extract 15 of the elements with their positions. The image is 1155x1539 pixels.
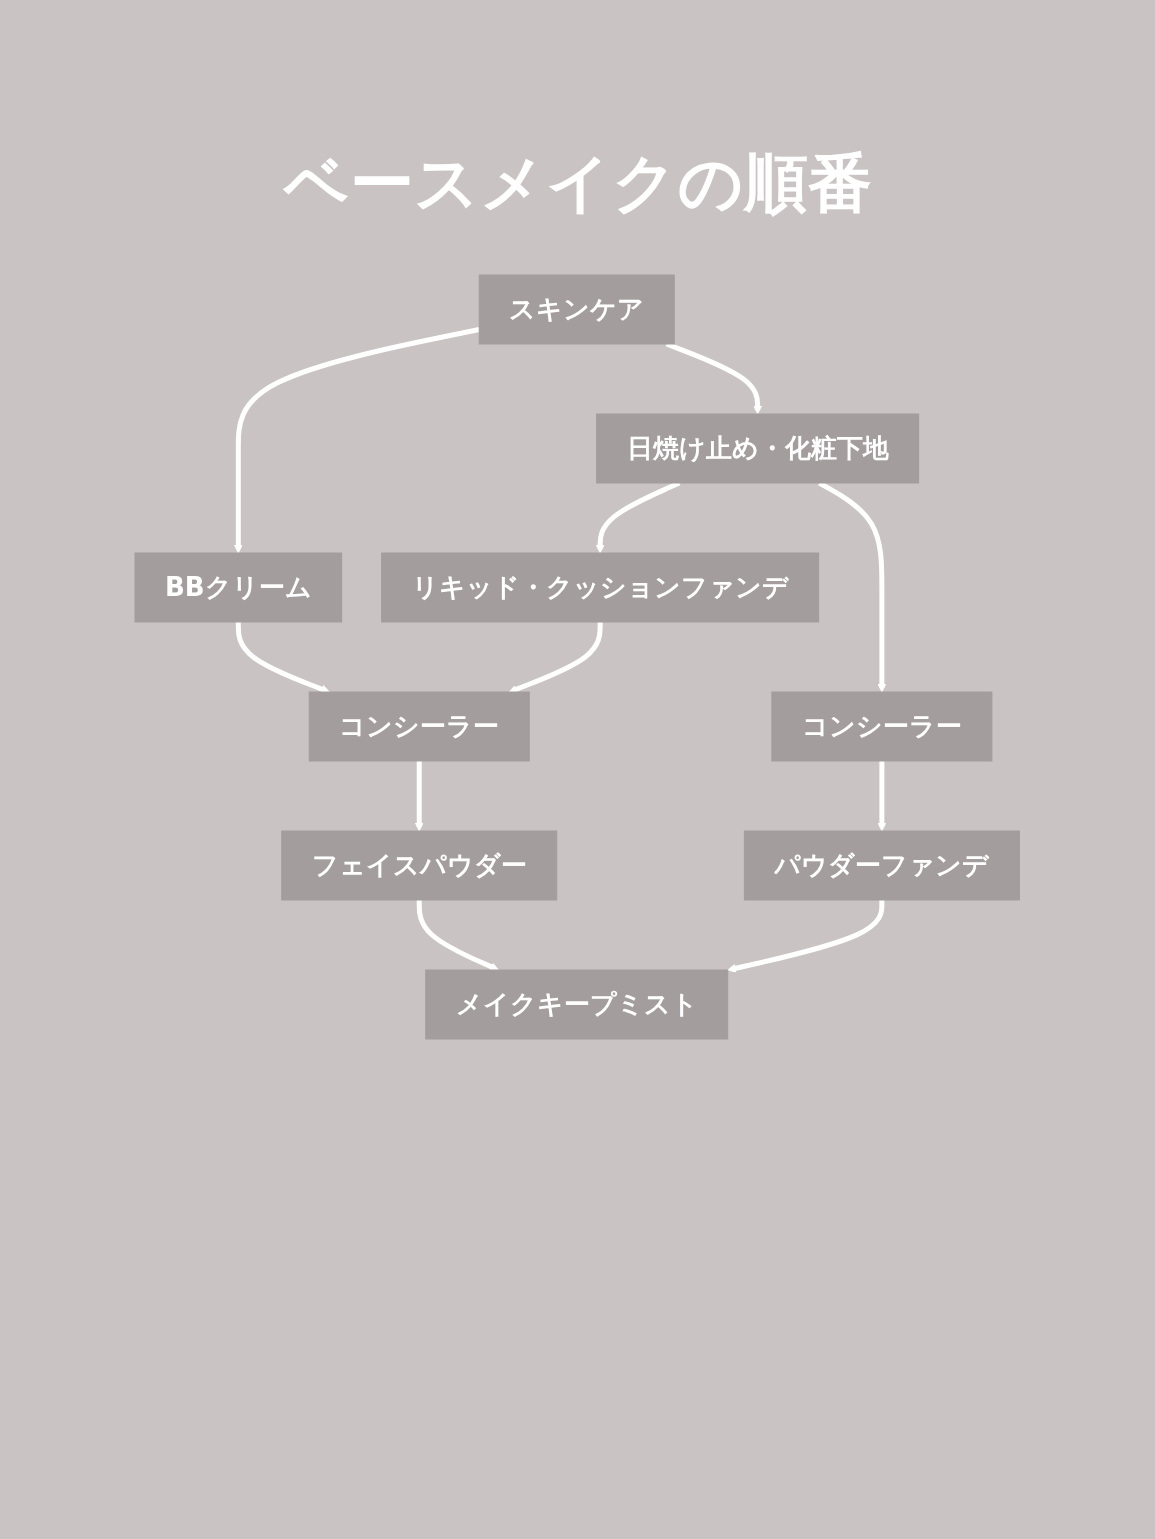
arrow (508, 622, 603, 694)
node-box: コンシーラー (309, 691, 531, 762)
title: ベースメイクの順番 (283, 145, 872, 222)
node-box: スキンケア (479, 274, 676, 345)
node-box: コンシーラー (771, 691, 993, 762)
arrow (234, 327, 481, 554)
node-box: フェイスパウダー (281, 830, 558, 901)
node-box: 日焼け止め・化粧下地 (596, 413, 920, 484)
node-box: メイクキープミスト (425, 969, 729, 1040)
arrow (877, 761, 887, 832)
arrow (417, 900, 500, 971)
arrow (415, 761, 424, 832)
node-box: BBクリーム (134, 552, 343, 623)
arrow (236, 622, 331, 694)
arrow (727, 900, 885, 973)
